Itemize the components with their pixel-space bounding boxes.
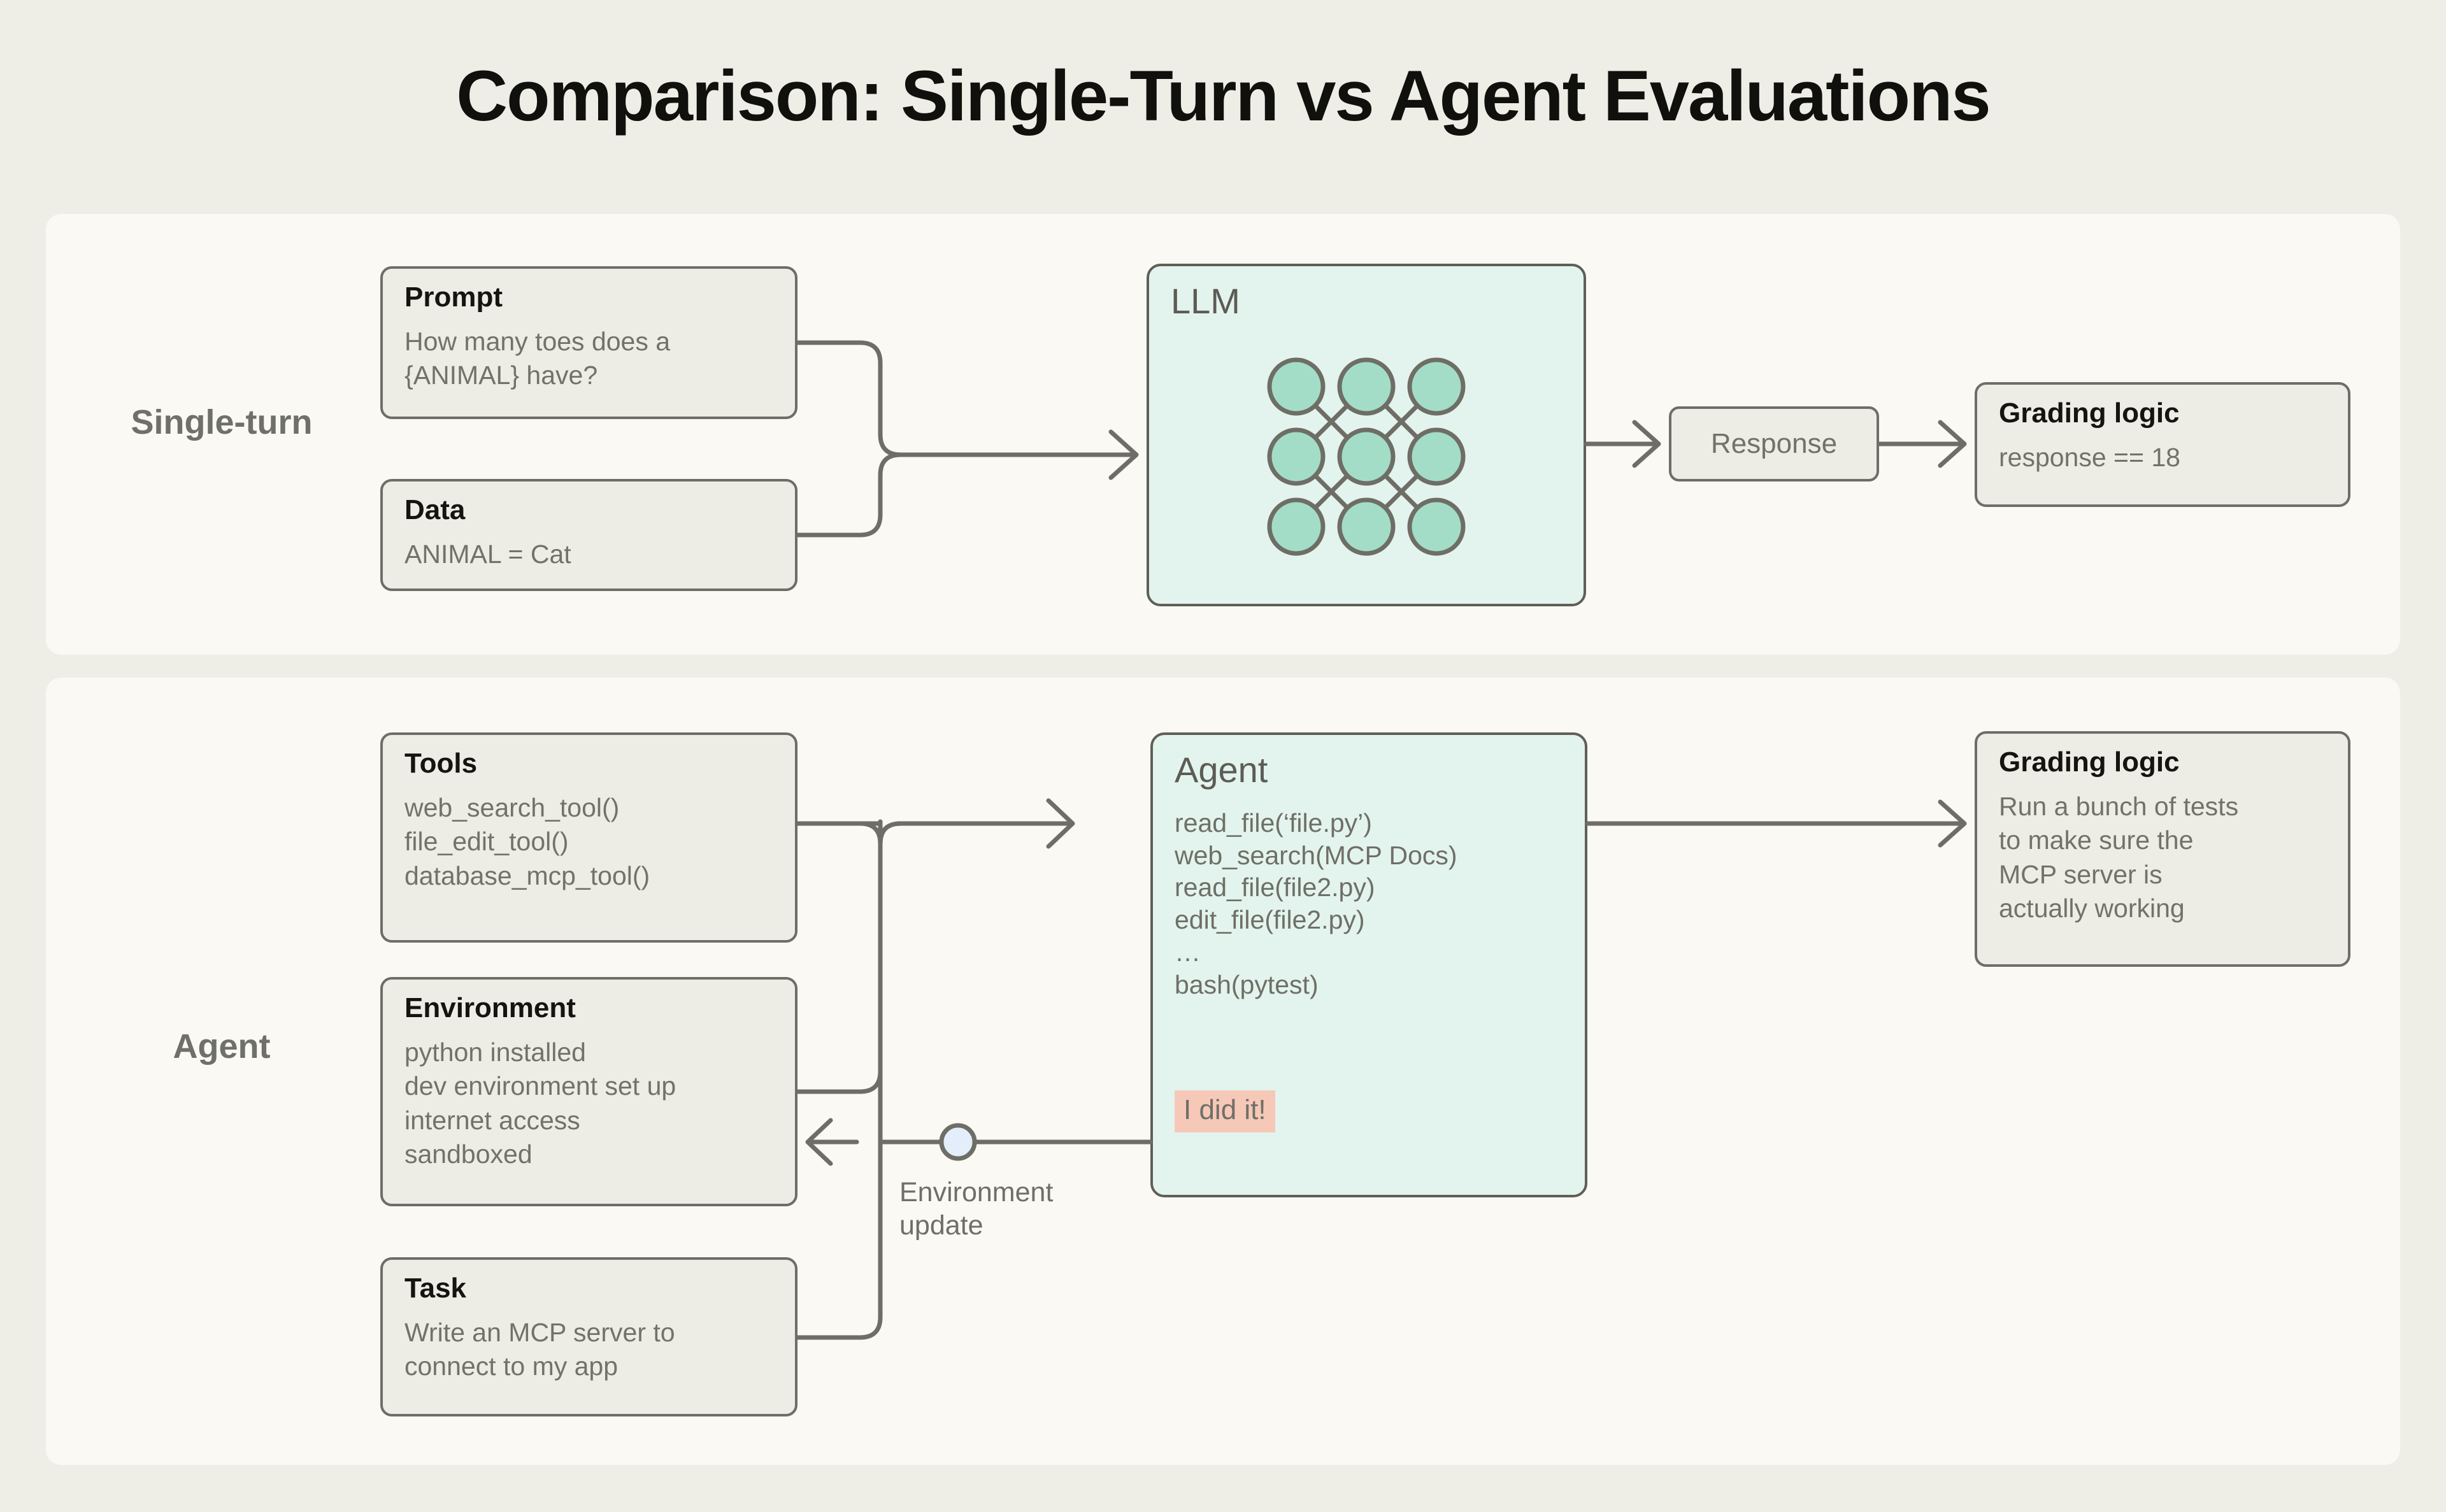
environment-update-label: Environment update bbox=[899, 1176, 1110, 1243]
agent-trace: read_file(‘file.py’) web_search(MCP Docs… bbox=[1175, 807, 1563, 1001]
card-tools-body: web_search_tool() file_edit_tool() datab… bbox=[404, 791, 776, 893]
card-task-body: Write an MCP server to connect to my app bbox=[404, 1316, 776, 1384]
card-response: Response bbox=[1669, 406, 1879, 481]
card-data: Data ANIMAL = Cat bbox=[380, 479, 797, 591]
grading-body: response == 18 bbox=[1999, 441, 2329, 474]
card-agent: Agent read_file(‘file.py’) web_search(MC… bbox=[1150, 732, 1587, 1197]
grading-title: Grading logic bbox=[1999, 397, 2180, 429]
trace-line: bash(pytest) bbox=[1175, 969, 1319, 999]
card-environment-body: python installed dev environment set up … bbox=[404, 1036, 776, 1171]
grading-body: Run a bunch of tests to make sure the MC… bbox=[1999, 790, 2329, 925]
task-line: connect to my app bbox=[404, 1352, 619, 1381]
card-prompt: Prompt How many toes does a {ANIMAL} hav… bbox=[380, 266, 797, 419]
environment-line: dev environment set up bbox=[404, 1071, 676, 1101]
feedback-line: update bbox=[899, 1210, 983, 1241]
grading-line: response == 18 bbox=[1999, 443, 2180, 473]
prompt-line: How many toes does a bbox=[404, 327, 671, 357]
agent-final-message: I did it! bbox=[1175, 1090, 1275, 1132]
prompt-line: {ANIMAL} have? bbox=[404, 360, 598, 390]
grading-line: MCP server is bbox=[1999, 859, 2163, 889]
trace-line: web_search(MCP Docs) bbox=[1175, 840, 1457, 870]
card-tools-title: Tools bbox=[404, 748, 478, 779]
environment-line: sandboxed bbox=[404, 1139, 533, 1169]
data-line: ANIMAL = Cat bbox=[404, 539, 571, 569]
grading-line: actually working bbox=[1999, 894, 2185, 924]
tool-line: file_edit_tool() bbox=[404, 827, 569, 857]
environment-line: python installed bbox=[404, 1038, 586, 1067]
card-environment: Environment python installed dev environ… bbox=[380, 977, 797, 1206]
tool-line: web_search_tool() bbox=[404, 793, 620, 823]
card-agent-title: Agent bbox=[1175, 750, 1268, 790]
grading-line: to make sure the bbox=[1999, 825, 2194, 855]
grading-line: Run a bunch of tests bbox=[1999, 792, 2239, 822]
task-line: Write an MCP server to bbox=[404, 1318, 675, 1348]
trace-line: … bbox=[1175, 938, 1201, 967]
tool-line: database_mcp_tool() bbox=[404, 860, 650, 890]
card-llm-title: LLM bbox=[1171, 281, 1240, 321]
card-task: Task Write an MCP server to connect to m… bbox=[380, 1257, 797, 1416]
grading-title: Grading logic bbox=[1999, 746, 2180, 778]
neural-network-icon bbox=[1267, 357, 1466, 556]
page-title: Comparison: Single-Turn vs Agent Evaluat… bbox=[456, 56, 1991, 136]
card-data-body: ANIMAL = Cat bbox=[404, 538, 776, 571]
card-prompt-title: Prompt bbox=[404, 282, 503, 313]
response-label: Response bbox=[1710, 428, 1838, 459]
card-tools: Tools web_search_tool() file_edit_tool()… bbox=[380, 732, 797, 943]
card-grading-logic-single-turn: Grading logic response == 18 bbox=[1975, 382, 2350, 507]
card-task-title: Task bbox=[404, 1273, 467, 1304]
card-environment-title: Environment bbox=[404, 992, 576, 1023]
card-grading-logic-agent: Grading logic Run a bunch of tests to ma… bbox=[1975, 731, 2350, 967]
trace-line: read_file(file2.py) bbox=[1175, 873, 1375, 902]
row-label-agent: Agent bbox=[173, 1027, 271, 1066]
feedback-line: Environment bbox=[899, 1177, 1054, 1208]
card-llm: LLM bbox=[1147, 264, 1586, 606]
row-label-single-turn: Single-turn bbox=[131, 403, 313, 441]
trace-line: edit_file(file2.py) bbox=[1175, 905, 1365, 935]
card-prompt-body: How many toes does a {ANIMAL} have? bbox=[404, 325, 776, 393]
card-data-title: Data bbox=[404, 494, 466, 525]
environment-line: internet access bbox=[404, 1105, 580, 1135]
trace-line: read_file(‘file.py’) bbox=[1175, 808, 1372, 838]
